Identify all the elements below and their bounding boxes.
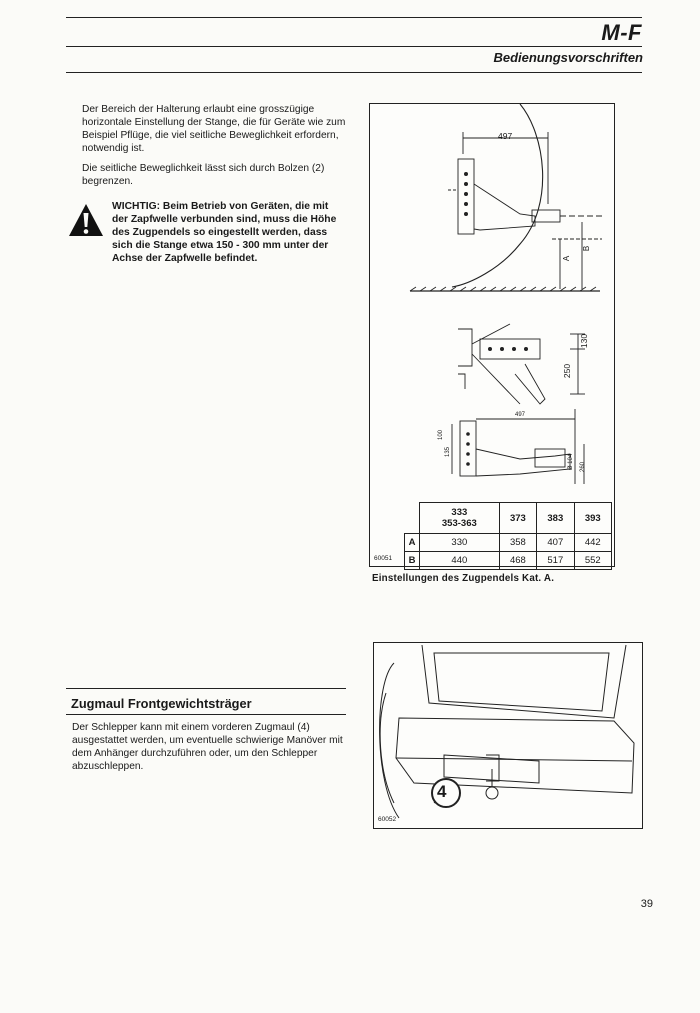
warning-triangle-icon xyxy=(68,203,104,242)
dim-260: 260 xyxy=(580,461,587,473)
header-middle-rule xyxy=(66,46,642,47)
figure-number: 60052 xyxy=(378,816,397,823)
callout-number: 4 xyxy=(437,782,447,801)
row-label: A xyxy=(404,533,420,552)
drawbar-spec-table: 333 353-363 373 383 393 A 330 358 407 44… xyxy=(404,502,613,570)
dim-497: 497 xyxy=(498,131,513,141)
front-hitch-drawing xyxy=(379,644,635,819)
table-header-cell: 393 xyxy=(573,502,613,534)
section2-text: Der Schlepper kann mit einem vorderen Zu… xyxy=(72,722,343,772)
table-row: B 440 468 517 552 xyxy=(404,551,613,570)
section2-bottom-rule xyxy=(66,714,346,715)
table-cell: 442 xyxy=(573,533,613,552)
figure-caption: Einstellungen des Zugpendels Kat. A. xyxy=(372,573,555,584)
warning-text: WICHTIG: Beim Betrieb von Geräten, die m… xyxy=(112,201,337,264)
dim-104: Ø 104 xyxy=(568,453,575,471)
row-label: B xyxy=(404,551,420,570)
drawbar-drawings xyxy=(409,104,602,484)
dim-a: A xyxy=(562,255,572,262)
table-header-row: 333 353-363 373 383 393 xyxy=(405,502,613,534)
section2-top-rule xyxy=(66,688,346,689)
paragraph-1: Der Bereich der Halterung erlaubt eine g… xyxy=(82,104,346,154)
dim-250: 250 xyxy=(562,363,573,379)
section2-heading: Zugmaul Frontgewichtsträger xyxy=(71,696,252,711)
header-top-rule xyxy=(66,17,642,18)
table-header-cell: 383 xyxy=(536,502,575,534)
dim-497-small: 497 xyxy=(515,412,526,418)
table-header-cell: 333 353-363 xyxy=(419,502,500,534)
table-row: A 330 358 407 442 xyxy=(404,533,613,552)
dim-100: 100 xyxy=(438,429,445,441)
dim-130: 130 xyxy=(579,333,590,349)
table-cell: 440 xyxy=(419,551,500,570)
table-cell: 552 xyxy=(573,551,613,570)
table-cell: 468 xyxy=(498,551,538,570)
section-title: Bedienungsvorschriften xyxy=(493,50,643,65)
table-header-cell: 373 xyxy=(498,502,538,534)
header-bottom-rule xyxy=(66,72,642,73)
figure-front-hitch: 4 60052 xyxy=(373,642,643,829)
brand-logo-text: M-F xyxy=(601,20,642,45)
paragraph-2: Die seitliche Beweglichkeit lässt sich d… xyxy=(82,163,325,187)
table-cell: 358 xyxy=(498,533,538,552)
table-cell: 330 xyxy=(419,533,500,552)
figure-number: 60051 xyxy=(374,555,393,562)
dim-135: 135 xyxy=(445,446,452,458)
page-number: 39 xyxy=(640,898,653,910)
figure-drawbar-settings: 497 A B 250 130 497 100 135 260 Ø 104 33… xyxy=(369,103,615,570)
table-cell: 407 xyxy=(536,533,575,552)
table-cell: 517 xyxy=(536,551,575,570)
dim-b: B xyxy=(582,245,592,252)
